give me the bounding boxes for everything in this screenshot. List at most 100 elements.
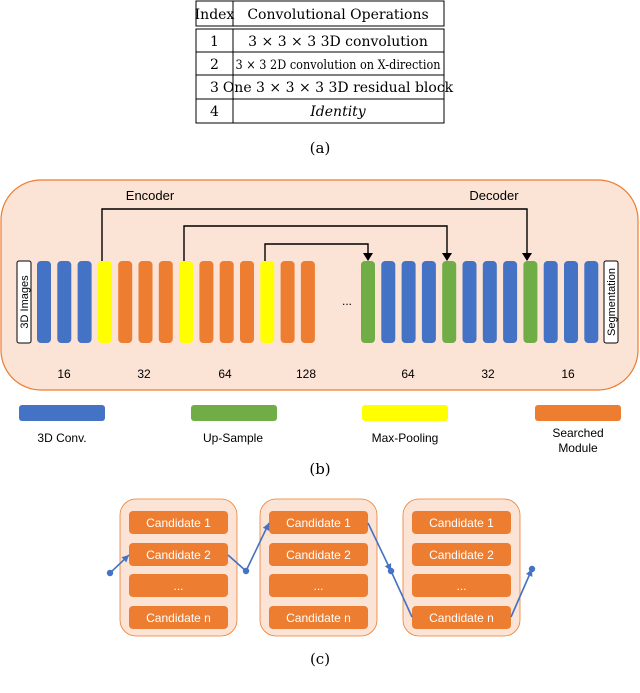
layer-bars <box>37 261 599 343</box>
layer-bar-conv-17 <box>421 261 436 343</box>
candidate-label: Candidate 2 <box>146 548 211 562</box>
candidate-label: ... <box>456 579 466 593</box>
table-row-4-op: Identity <box>309 104 367 120</box>
decoder-label: Decoder <box>469 188 519 203</box>
caption-c: (c) <box>310 650 330 668</box>
candidate-box <box>129 574 228 597</box>
input-label: 3D Images <box>19 275 31 329</box>
candidate-box <box>129 543 228 566</box>
network-diagram: Encoder Decoder ... 3D Images Segmentati… <box>0 179 639 391</box>
path-segment-4 <box>390 570 413 618</box>
layer-bar-searched-4 <box>118 261 133 343</box>
candidate-label: Candidate 1 <box>429 516 494 530</box>
path-node-2 <box>387 567 395 575</box>
layer-bar-searched-8 <box>199 261 214 343</box>
candidate-label: Candidate 2 <box>429 548 494 562</box>
layer-bar-pool-7 <box>179 261 194 343</box>
layer-bar-conv-19 <box>462 261 477 343</box>
search-cell-3: Candidate 1 Candidate 2... Candidate n <box>402 498 521 637</box>
layer-bar-searched-5 <box>138 261 153 343</box>
candidate-label: Candidate n <box>429 611 494 625</box>
channel-label-16-enc: 16 <box>57 367 71 381</box>
candidate-label: ... <box>173 579 183 593</box>
candidate-box <box>412 511 511 534</box>
candidate-box <box>269 574 368 597</box>
channel-label-128: 128 <box>296 367 316 381</box>
path-arrowhead-2 <box>262 523 270 531</box>
layer-bar-upsample-14 <box>361 261 375 343</box>
candidate-box <box>412 606 511 629</box>
legend-label-up-sample: Up-Sample <box>203 431 263 445</box>
layer-bar-searched-12 <box>280 261 295 343</box>
layer-bar-conv-1 <box>57 261 72 343</box>
layer-bar-conv-25 <box>584 261 599 343</box>
candidate-box <box>269 543 368 566</box>
candidate-label: Candidate n <box>146 611 211 625</box>
candidate-box <box>412 543 511 566</box>
layer-bar-conv-2 <box>77 261 92 343</box>
table-row-3-op: One 3 × 3 × 3 3D residual block <box>223 80 454 96</box>
candidate-label: Candidate 1 <box>286 516 351 530</box>
legend-swatch-searched-module <box>535 405 621 421</box>
layer-bar-pool-11 <box>260 261 275 343</box>
table-row-2-index: 2 <box>210 57 219 73</box>
path-node-0 <box>106 569 114 577</box>
layer-bar-searched-13 <box>300 261 315 343</box>
channel-label-32-enc: 32 <box>137 367 151 381</box>
layer-bar-conv-15 <box>381 261 396 343</box>
search-path <box>106 522 536 618</box>
layer-bar-upsample-22 <box>523 261 538 343</box>
layer-bar-conv-16 <box>401 261 416 343</box>
channel-label-64-dec: 64 <box>401 367 415 381</box>
layer-bar-pool-3 <box>97 261 112 343</box>
layer-bar-conv-23 <box>543 261 558 343</box>
encoder-label: Encoder <box>126 188 175 203</box>
caption-b: (b) <box>309 460 330 478</box>
candidate-label: ... <box>313 579 323 593</box>
table-row-3-index: 3 <box>210 80 219 96</box>
candidate-box <box>129 511 228 534</box>
skip-arrowheads <box>363 253 532 261</box>
candidate-box <box>412 574 511 597</box>
skip-connections <box>101 208 528 261</box>
candidate-label: Candidate 1 <box>146 516 211 530</box>
output-box <box>603 260 619 344</box>
table-header-index: Index <box>195 7 235 23</box>
input-box <box>16 260 32 344</box>
legend-swatch-max-pooling <box>362 405 448 421</box>
table-row-1-op: 3 × 3 × 3 3D convolution <box>248 34 428 50</box>
channel-label-32-dec: 32 <box>481 367 495 381</box>
operations-table: Index Convolutional Operations 1 3 × 3 ×… <box>195 0 454 124</box>
candidate-label: Candidate 2 <box>286 548 351 562</box>
layers-ellipsis: ... <box>342 294 352 308</box>
layer-bar-searched-9 <box>219 261 234 343</box>
channel-label-16-dec: 16 <box>561 367 575 381</box>
layer-bar-conv-24 <box>564 261 578 343</box>
network-panel <box>0 179 639 391</box>
layer-bar-conv-20 <box>482 261 497 343</box>
candidate-box <box>269 511 368 534</box>
path-segment-1 <box>227 554 247 572</box>
table-header-operations: Convolutional Operations <box>247 7 428 23</box>
candidate-box <box>269 606 368 629</box>
layer-bar-conv-0 <box>37 261 51 343</box>
candidate-box <box>129 606 228 629</box>
legend-swatch-3d-conv <box>19 405 105 421</box>
table-row-4-index: 4 <box>210 104 219 120</box>
legend-label-3d-conv: 3D Conv. <box>37 431 86 445</box>
path-node-3 <box>528 565 536 573</box>
path-segment-3 <box>367 522 392 572</box>
table-row-2-op: 3 × 3 2D convolution on X-direction <box>236 58 442 73</box>
layer-bar-searched-6 <box>158 261 173 343</box>
path-node-1 <box>242 567 250 575</box>
table-row-1-index: 1 <box>210 34 219 50</box>
output-label: Segmentation <box>606 268 618 336</box>
layer-bar-conv-21 <box>503 261 518 343</box>
search-cell-1: Candidate 1 Candidate 2... Candidate n <box>119 498 238 637</box>
layer-bar-upsample-18 <box>442 261 457 343</box>
legend-swatch-up-sample <box>191 405 277 421</box>
